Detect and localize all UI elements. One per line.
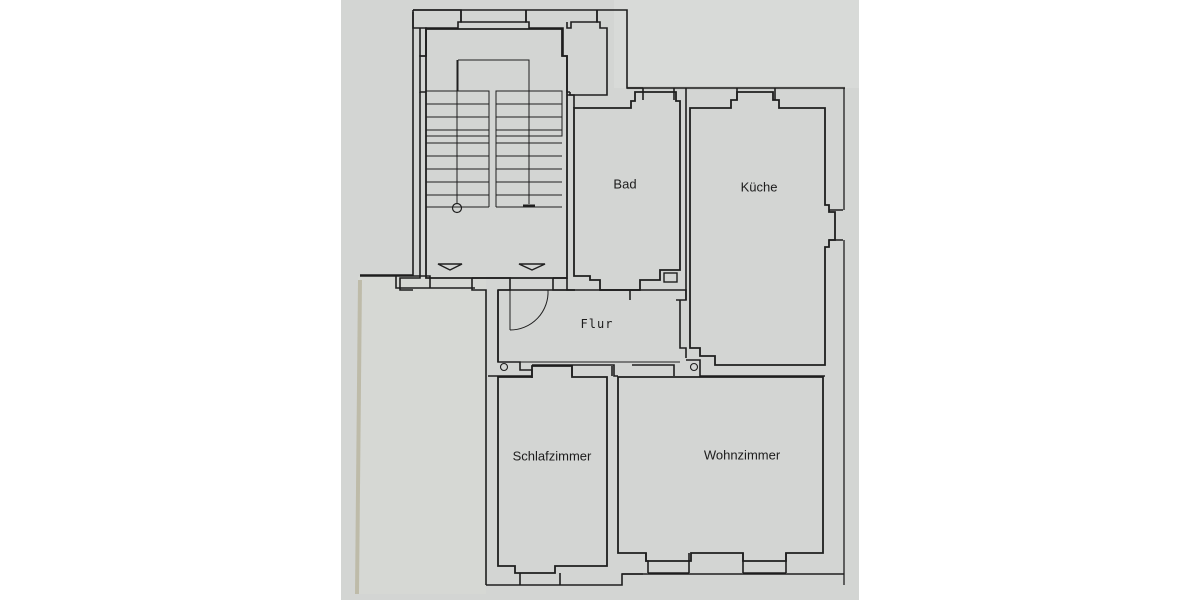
- pipe-marker-1: [499, 362, 509, 372]
- room-label-wohnzimmer: Wohnzimmer: [703, 447, 781, 463]
- stair-start-marker: [451, 202, 463, 214]
- floor-plan-drawing: [341, 0, 859, 600]
- pipe-marker-2: [689, 362, 699, 372]
- left-side-area: [358, 276, 486, 594]
- room-label-flur: Flur: [580, 317, 614, 331]
- floor-plan-photo: Bad Küche Flur Schlafzimmer Wohnzimmer: [341, 0, 859, 600]
- room-label-schlafzimmer: Schlafzimmer: [512, 448, 592, 464]
- room-label-kueche: Küche: [740, 179, 778, 195]
- upper-paper-area: [614, 0, 859, 88]
- shaft-box: [663, 272, 678, 283]
- room-label-bad: Bad: [613, 176, 637, 192]
